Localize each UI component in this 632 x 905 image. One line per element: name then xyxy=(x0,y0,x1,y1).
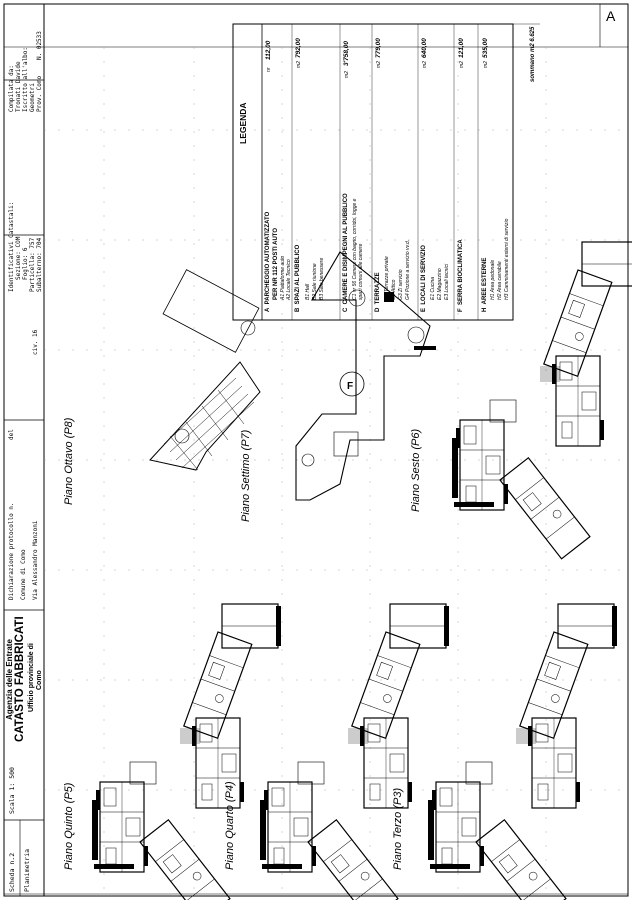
legend-c-value: 3'758,00 xyxy=(343,40,350,66)
legend-h-item-3: H3 Camminamenti esterni di servizio xyxy=(504,218,510,300)
sheet-corner-letter: A xyxy=(606,8,616,24)
legend-h-title: H AREE ESTERNE xyxy=(482,257,488,312)
compilatore-value: Tronati Davide xyxy=(15,61,22,112)
legend-e-value: 640,00 xyxy=(421,38,428,58)
floor-plan-p5 xyxy=(92,604,281,900)
legend-b-item-3: B3 Sale benessere xyxy=(319,257,325,300)
legend-h-unit: m2 xyxy=(483,61,489,68)
legend-h-item-1: H1 Area pedonale xyxy=(490,259,496,300)
legend-a-title2: PER NR 112 POSTI AUTO xyxy=(273,227,279,300)
floor-label-p5: Piano Quinto (P5) xyxy=(63,782,75,870)
legend-c-title: C CAMERE E DISIMPEGNI AL PUBBLICO xyxy=(343,193,349,312)
serra-marker-label: F xyxy=(347,381,353,392)
legend-d-item-2: G2 Attico xyxy=(391,279,397,300)
legend-total-value: m2 6.625 xyxy=(530,26,536,52)
floor-label-p6: Piano Sesto (P6) xyxy=(410,428,422,512)
civico-value: civ. 16 xyxy=(32,329,39,355)
legend-title: LEGENDA xyxy=(238,102,248,144)
albo-value: Geometri xyxy=(29,83,36,112)
comune-value: Comune di Como xyxy=(20,549,27,600)
identificativi-label: Identificativi Catastali: xyxy=(8,201,15,292)
legend-sommano-label: sommano xyxy=(530,53,536,82)
legend-d-unit: m2 xyxy=(376,61,382,68)
floor-label-p4: Piano Quarto (P4) xyxy=(224,781,236,870)
catasto-title: CATASTO FABBRICATI xyxy=(14,616,26,742)
legend-c-unit: m2 xyxy=(344,71,350,78)
legend-e-item-1: E1 Cucina xyxy=(430,276,436,300)
scheda-label: Scheda n.2 xyxy=(8,852,16,892)
legend-box xyxy=(232,23,540,321)
dichiarazione-label: Dichiarazione protocollo n. xyxy=(8,502,15,600)
legend-c-item-2: spazi comuni alle camere xyxy=(358,243,364,300)
legend-d-value: 779,00 xyxy=(375,38,382,58)
compilata-label: Compilata da: xyxy=(8,65,15,112)
legend-a-item-2: A2 Locale Tecnico xyxy=(286,259,292,300)
numero-value: N. 02533 xyxy=(36,31,43,60)
legend-d-item-4: G4 Pozione a servizio vv.d. xyxy=(405,239,411,300)
legend-b-item-2: B2 Sale riunione xyxy=(312,263,318,300)
sezione-value: Sezione: COM xyxy=(15,236,22,280)
legend-b-value: 792,00 xyxy=(295,38,302,58)
legend-d-item-3: G3 Zi servizio xyxy=(398,269,404,300)
legend-b-title: B SPAZI AL PUBBLICO xyxy=(295,244,301,312)
floor-plan-p8 xyxy=(149,269,261,471)
del-label: del xyxy=(8,429,15,440)
legend-a-unit: nr xyxy=(266,67,272,72)
legend-f-value: 121,00 xyxy=(458,38,465,58)
floor-label-p8: Piano Ottavo (P8) xyxy=(63,417,75,505)
particella-value: Particella: 757 xyxy=(29,237,36,292)
legend-h-value: 535,00 xyxy=(482,38,489,58)
legend-e-item-3: E3 Locali tecnici xyxy=(444,263,450,300)
legend-f-unit: m2 xyxy=(459,61,465,68)
legend-e-title: E LOCALI DI SERVIZIO xyxy=(421,245,427,312)
legend-e-unit: m2 xyxy=(422,61,428,68)
floor-plan-p4 xyxy=(260,604,449,900)
iscritto-label: Iscritto all'albo: xyxy=(22,46,29,112)
floor-label-p3: Piano Terzo (P3) xyxy=(392,787,404,870)
legend-a-title: A PARCHEGGIO AUTOMATIZZATO xyxy=(265,211,271,312)
floor-plan-p7 xyxy=(295,251,436,501)
legend-d-title: D TERRAZZE xyxy=(375,272,381,312)
legend-h-item-2: H2 Area carrabile xyxy=(497,261,503,300)
legend-f-title: F SERRA BIOCLIMATICA xyxy=(458,239,464,312)
ufficio-city: Como xyxy=(36,670,43,690)
planimetria-label: Planimetria xyxy=(23,848,31,892)
legend-e-item-2: E2 Magazzino xyxy=(437,268,443,300)
legend-b-item-1: B1 Hall xyxy=(305,283,311,300)
legend-a-value: 112,00 xyxy=(265,40,272,60)
address-value: Via Alessandro Manzoni xyxy=(32,520,39,600)
agency-name: Agenzia delle Entrate xyxy=(5,639,14,720)
legend-d-item-1: G1 Terrazze private xyxy=(384,256,390,300)
prov-value: Prov. Como xyxy=(36,75,43,112)
floor-plan-p6 xyxy=(452,242,632,559)
floor-plan-p3 xyxy=(428,604,617,900)
foglio-value: Foglio: 6 xyxy=(22,247,29,280)
subalterno-value: Subalterno: 704 xyxy=(36,237,43,292)
ufficio-label: Ufficio provinciale di xyxy=(28,643,35,712)
scala-label: Scala 1: 500 xyxy=(8,767,16,814)
floor-label-p7: Piano Settimo (P7) xyxy=(240,429,252,522)
legend-b-unit: m2 xyxy=(296,61,302,68)
